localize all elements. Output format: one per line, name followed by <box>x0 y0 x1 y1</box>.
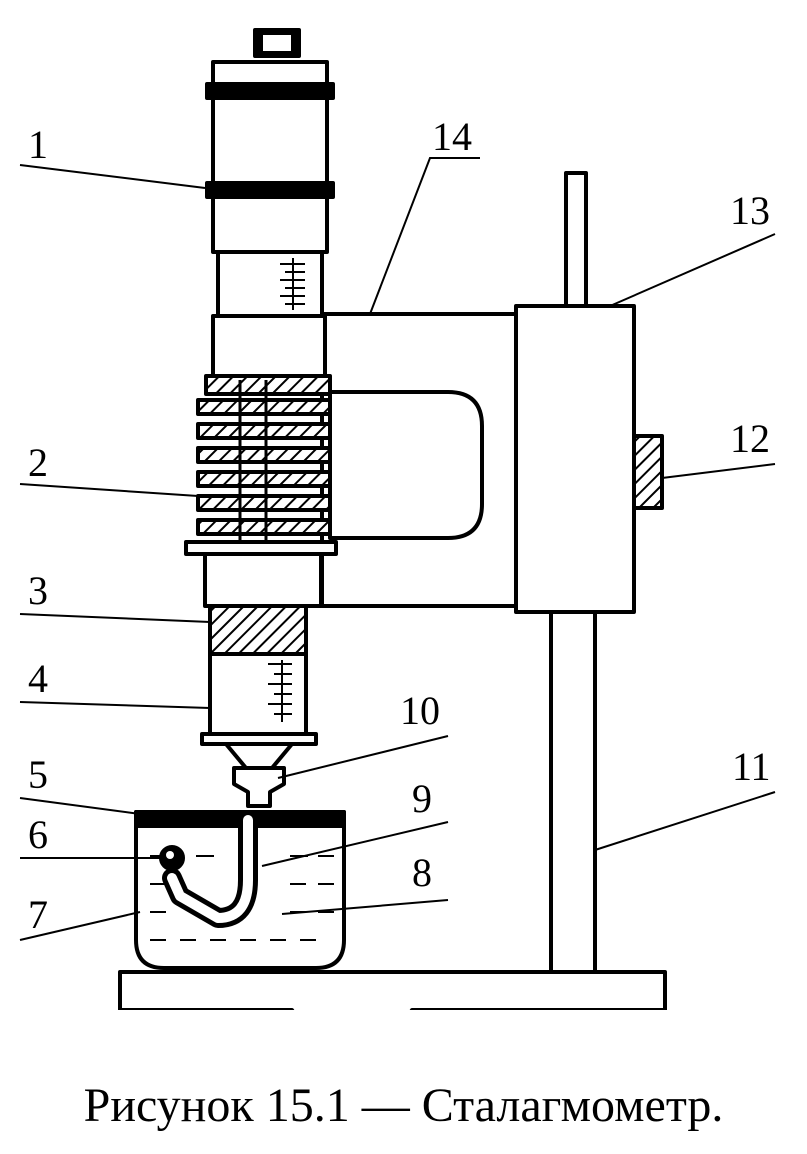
label-14: 14 <box>432 114 472 159</box>
label-12: 12 <box>730 416 770 461</box>
leader-5 <box>19 797 141 815</box>
leader-3 <box>19 613 211 623</box>
stalagmometer-diagram: 1 2 3 4 5 6 7 8 9 10 11 12 13 14 <box>19 28 776 1010</box>
leader-11 <box>594 791 776 851</box>
leader-2 <box>19 483 199 497</box>
hatched-ring <box>208 604 308 656</box>
arm-opening <box>328 390 484 540</box>
leader-13 <box>609 233 776 307</box>
leader-1 <box>19 164 206 189</box>
figure-caption: Рисунок 15.1 — Сталагмометр. <box>83 1079 724 1132</box>
label-10: 10 <box>400 688 440 733</box>
leader-12 <box>661 463 776 479</box>
leader-8 <box>281 899 449 915</box>
label-1: 1 <box>28 122 48 167</box>
upper-scale-sleeve <box>216 250 324 318</box>
label-13: 13 <box>730 188 770 233</box>
label-3: 3 <box>28 568 48 613</box>
spring-coils <box>196 374 332 548</box>
leader-4 <box>19 701 211 709</box>
label-11: 11 <box>732 744 771 789</box>
label-6: 6 <box>28 812 48 857</box>
leader-9 <box>261 821 449 867</box>
adapter <box>224 742 294 770</box>
syringe-barrel <box>208 652 308 736</box>
base <box>118 970 667 1010</box>
leader-14 <box>369 157 480 315</box>
label-7: 7 <box>28 892 48 937</box>
label-4: 4 <box>28 656 48 701</box>
label-5: 5 <box>28 752 48 797</box>
clamp-screw <box>632 434 664 510</box>
label-8: 8 <box>412 850 432 895</box>
leader-7 <box>19 911 141 941</box>
stand-column <box>549 610 597 974</box>
lower-body <box>203 552 323 608</box>
body-block <box>211 314 327 380</box>
adapter-nozzle <box>232 766 286 808</box>
label-2: 2 <box>28 440 48 485</box>
label-9: 9 <box>412 776 432 821</box>
clamp-block <box>514 304 636 614</box>
stand-rod <box>564 171 588 308</box>
leader-10 <box>277 735 449 779</box>
